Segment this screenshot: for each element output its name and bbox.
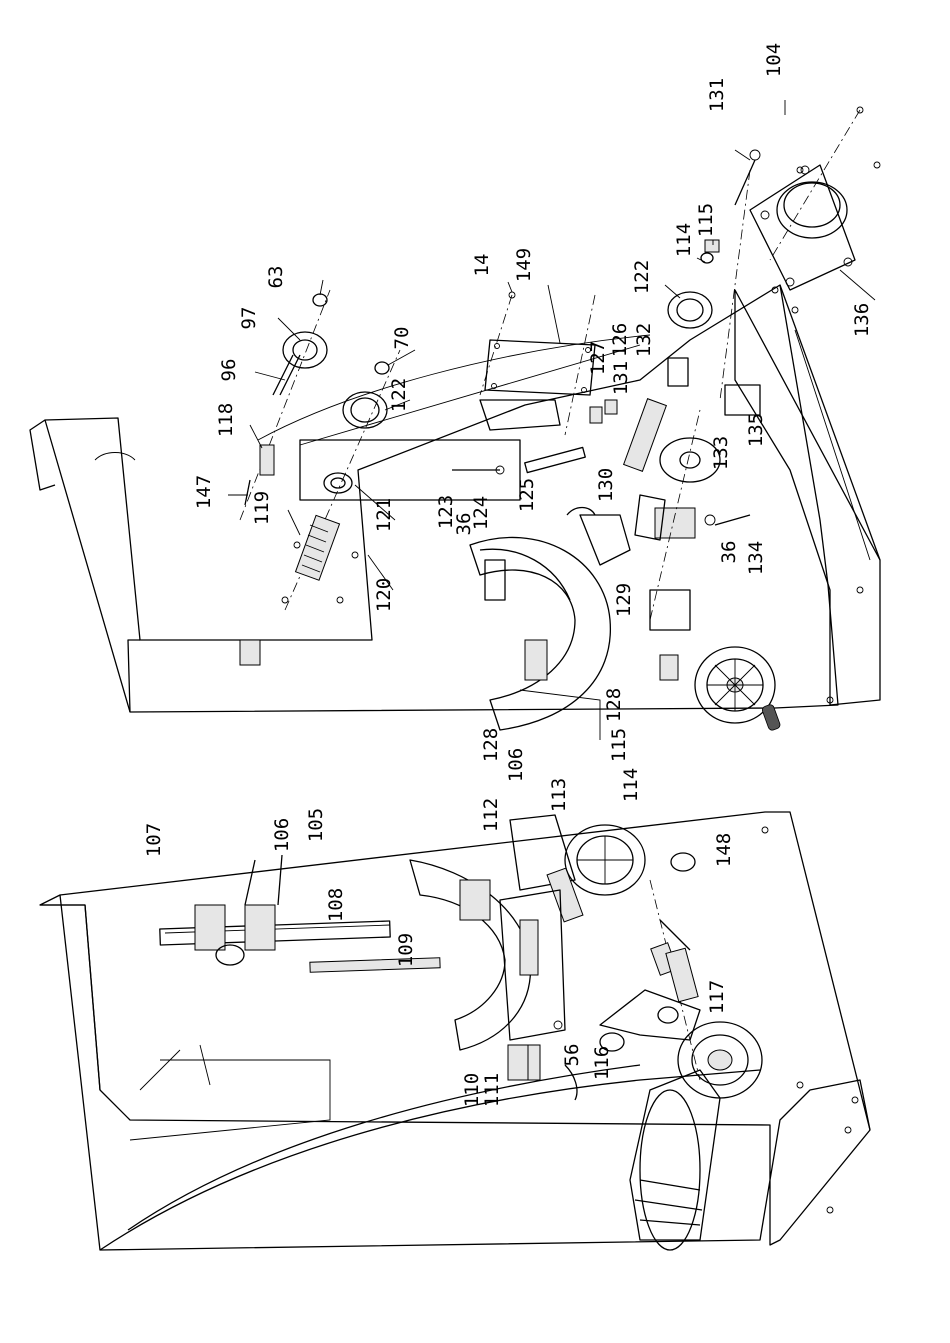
sleeve-132 (668, 358, 688, 386)
callout-c131a: 131 (706, 78, 728, 112)
callout-c127: 127 (587, 341, 609, 375)
callout-c118: 118 (215, 403, 237, 437)
callout-c116: 116 (591, 1046, 613, 1080)
blocks-107 (195, 905, 275, 965)
clip-124 (567, 508, 595, 516)
callout-c128b: 128 (480, 728, 502, 762)
callout-c107: 107 (143, 823, 165, 857)
callout-c119: 119 (251, 491, 273, 525)
callout-c129: 129 (613, 583, 635, 617)
callout-c120: 120 (373, 578, 395, 612)
callout-c115b: 115 (608, 728, 630, 762)
callout-c97: 97 (238, 307, 260, 330)
callout-c114a: 114 (673, 223, 695, 257)
hinge-tab-upper (240, 640, 260, 665)
washer-114 (701, 253, 713, 263)
callout-c108: 108 (325, 888, 347, 922)
block-111 (528, 1045, 540, 1080)
callout-c115a: 115 (695, 203, 717, 237)
callout-c105: 105 (305, 808, 327, 842)
callout-c136: 136 (851, 303, 873, 337)
callout-c132: 132 (633, 323, 655, 357)
callout-c109: 109 (395, 933, 417, 967)
callout-c123: 123 (435, 495, 457, 529)
pin-126 (590, 407, 602, 423)
callout-c104: 104 (763, 43, 785, 77)
rack-109 (310, 958, 440, 973)
callout-c135: 135 (745, 413, 767, 447)
callout-c56: 56 (561, 1044, 583, 1067)
block-118 (260, 445, 274, 475)
sleeve-113 (547, 868, 583, 922)
block-134 (655, 508, 750, 538)
bolt-106 (245, 860, 255, 905)
bearing-122-upper (343, 392, 387, 428)
callout-c96: 96 (218, 359, 240, 382)
handwheel-upper (695, 647, 781, 731)
bearing-122-right (668, 292, 712, 328)
motor (630, 1022, 762, 1250)
bracket-129 (580, 515, 630, 565)
callout-c63: 63 (265, 266, 287, 289)
spacer-127 (605, 400, 617, 414)
callout-c70: 70 (391, 327, 413, 350)
lower-clamp (460, 880, 490, 920)
dust-port-136 (750, 165, 855, 290)
callout-c106b: 106 (271, 818, 293, 852)
callout-c113: 113 (548, 778, 570, 812)
leader-lines (228, 100, 875, 590)
arc-clamp (525, 640, 547, 680)
callout-c149: 149 (513, 248, 535, 282)
screw-105 (278, 855, 282, 905)
bolt-115 (705, 240, 719, 252)
callout-c106a: 106 (505, 748, 527, 782)
screw-56 (554, 1021, 562, 1029)
callout-c130: 130 (595, 468, 617, 502)
right-parts (452, 107, 880, 620)
callout-c111: 111 (481, 1073, 503, 1107)
rack-119 (296, 515, 340, 580)
handwheel-lower (565, 825, 645, 895)
spur-gear-97 (283, 332, 327, 368)
callout-c128a: 128 (603, 688, 625, 722)
o-ring-148 (671, 853, 695, 871)
nut-63 (313, 294, 327, 306)
upper-left-parts (240, 290, 400, 610)
callout-c133: 133 (710, 436, 732, 470)
callout-c110: 110 (461, 1073, 483, 1107)
bracket-135 (725, 385, 760, 415)
callout-c36b: 36 (718, 541, 740, 564)
callout-c112: 112 (480, 798, 502, 832)
block-110 (508, 1045, 530, 1080)
callout-c131b: 131 (610, 361, 632, 395)
callout-c14: 14 (471, 254, 493, 277)
callout-c126: 126 (609, 323, 631, 357)
callout-c147: 147 (193, 475, 215, 509)
bushing-121 (324, 473, 352, 493)
sleeve-117 (666, 948, 698, 1001)
rack-lower (520, 920, 538, 975)
callout-c121: 121 (373, 498, 395, 532)
lower-frame-assembly (40, 812, 870, 1250)
nut-70 (375, 362, 389, 374)
callout-c148: 148 (713, 833, 735, 867)
callout-c134: 134 (745, 541, 767, 575)
callout-c117: 117 (706, 980, 728, 1014)
hinge-tab-mid (660, 655, 678, 680)
callout-c122a: 122 (631, 260, 653, 294)
bar-125 (525, 447, 586, 472)
lower-main-frame (40, 895, 870, 1250)
cover-plate-149 (485, 340, 595, 395)
right-frame-column (735, 290, 880, 705)
callout-c114b: 114 (620, 768, 642, 802)
callout-c125: 125 (516, 478, 538, 512)
callout-c122b: 122 (388, 378, 410, 412)
